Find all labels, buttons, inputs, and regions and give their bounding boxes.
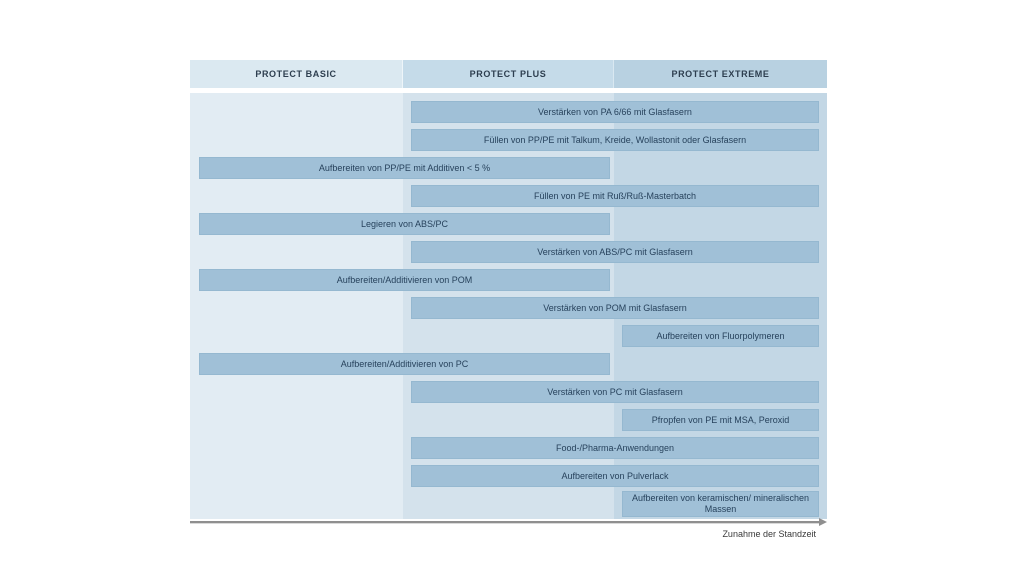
- bar-row: Aufbereiten von PP/PE mit Additiven < 5 …: [190, 154, 827, 182]
- application-bar: Aufbereiten von PP/PE mit Additiven < 5 …: [199, 157, 610, 179]
- bar-row: Füllen von PP/PE mit Talkum, Kreide, Wol…: [190, 126, 827, 154]
- application-bar: Füllen von PE mit Ruß/Ruß-Masterbatch: [411, 185, 819, 207]
- application-bar: Verstärken von ABS/PC mit Glasfasern: [411, 241, 819, 263]
- x-axis-label: Zunahme der Standzeit: [722, 529, 816, 539]
- application-bar: Verstärken von PC mit Glasfasern: [411, 381, 819, 403]
- bar-row: Aufbereiten von Fluorpolymeren: [190, 322, 827, 350]
- bar-rows: Verstärken von PA 6/66 mit Glasfasern Fü…: [190, 93, 827, 518]
- bar-row: Legieren von ABS/PC: [190, 210, 827, 238]
- bar-row: Verstärken von PC mit Glasfasern: [190, 378, 827, 406]
- application-bar: Aufbereiten/Additivieren von POM: [199, 269, 610, 291]
- column-header-basic: PROTECT BASIC: [190, 60, 403, 88]
- bar-row: Aufbereiten/Additivieren von POM: [190, 266, 827, 294]
- bar-row: Verstärken von ABS/PC mit Glasfasern: [190, 238, 827, 266]
- x-axis-line: [190, 521, 819, 523]
- application-bar: Füllen von PP/PE mit Talkum, Kreide, Wol…: [411, 129, 819, 151]
- chart-body: Verstärken von PA 6/66 mit Glasfasern Fü…: [190, 93, 827, 519]
- bar-row: Aufbereiten von keramischen/ mineralisch…: [190, 490, 827, 518]
- application-bar: Aufbereiten von keramischen/ mineralisch…: [622, 491, 819, 517]
- x-axis: Zunahme der Standzeit: [190, 518, 827, 540]
- column-header-extreme: PROTECT EXTREME: [614, 60, 827, 88]
- application-bar: Aufbereiten von Pulverlack: [411, 465, 819, 487]
- application-bar: Food-/Pharma-Anwendungen: [411, 437, 819, 459]
- column-header-row: PROTECT BASIC PROTECT PLUS PROTECT EXTRE…: [190, 60, 827, 88]
- application-bar: Verstärken von POM mit Glasfasern: [411, 297, 819, 319]
- bar-row: Food-/Pharma-Anwendungen: [190, 434, 827, 462]
- application-bar: Legieren von ABS/PC: [199, 213, 610, 235]
- bar-row: Aufbereiten/Additivieren von PC: [190, 350, 827, 378]
- application-bar: Verstärken von PA 6/66 mit Glasfasern: [411, 101, 819, 123]
- protect-tiers-chart: PROTECT BASIC PROTECT PLUS PROTECT EXTRE…: [190, 60, 827, 519]
- application-bar: Aufbereiten von Fluorpolymeren: [622, 325, 819, 347]
- bar-row: Verstärken von POM mit Glasfasern: [190, 294, 827, 322]
- header-body-divider: [190, 88, 827, 93]
- application-bar: Pfropfen von PE mit MSA, Peroxid: [622, 409, 819, 431]
- bar-row: Pfropfen von PE mit MSA, Peroxid: [190, 406, 827, 434]
- right-arrow-icon: [819, 518, 827, 526]
- bar-row: Füllen von PE mit Ruß/Ruß-Masterbatch: [190, 182, 827, 210]
- bar-row: Aufbereiten von Pulverlack: [190, 462, 827, 490]
- bar-row: Verstärken von PA 6/66 mit Glasfasern: [190, 98, 827, 126]
- application-bar: Aufbereiten/Additivieren von PC: [199, 353, 610, 375]
- column-header-plus: PROTECT PLUS: [403, 60, 614, 88]
